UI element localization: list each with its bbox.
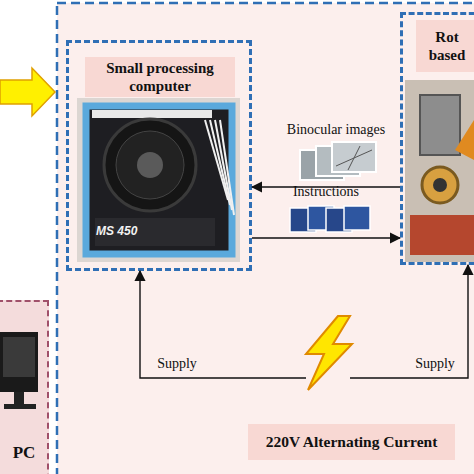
connector-label: Instructions bbox=[266, 184, 386, 200]
rotation-platform-photo bbox=[405, 80, 474, 262]
supply-wire bbox=[248, 377, 306, 378]
box-title: Small processing computer bbox=[85, 57, 235, 97]
power-source: 220V Alternating Current bbox=[248, 312, 455, 462]
computer-box: Small processing computer bbox=[66, 40, 252, 271]
input-arrow bbox=[0, 68, 55, 116]
connector-arrow bbox=[140, 271, 248, 378]
connector-label: Supply bbox=[146, 356, 208, 372]
supply-wire bbox=[350, 377, 455, 378]
lightning-symbol bbox=[306, 316, 352, 390]
platform-box: Rot based bbox=[400, 12, 474, 265]
image-thumbnails bbox=[300, 142, 376, 180]
connector-label: Supply bbox=[404, 356, 466, 372]
connector-arrow bbox=[252, 186, 400, 187]
box-title: PC bbox=[0, 440, 49, 466]
connector-arrow bbox=[252, 237, 400, 238]
instruction-icons bbox=[290, 206, 370, 232]
connector-label: Binocular images bbox=[268, 122, 404, 138]
case-marking: MS 450 bbox=[96, 224, 137, 238]
computer-photo bbox=[77, 98, 240, 262]
system-outline bbox=[57, 3, 474, 474]
box-title: 220V Alternating Current bbox=[248, 424, 455, 460]
connector-arrow bbox=[455, 265, 468, 378]
pc-box: PC bbox=[0, 300, 49, 474]
pc-illustration bbox=[0, 332, 38, 409]
box-title: Rot based bbox=[416, 20, 474, 72]
